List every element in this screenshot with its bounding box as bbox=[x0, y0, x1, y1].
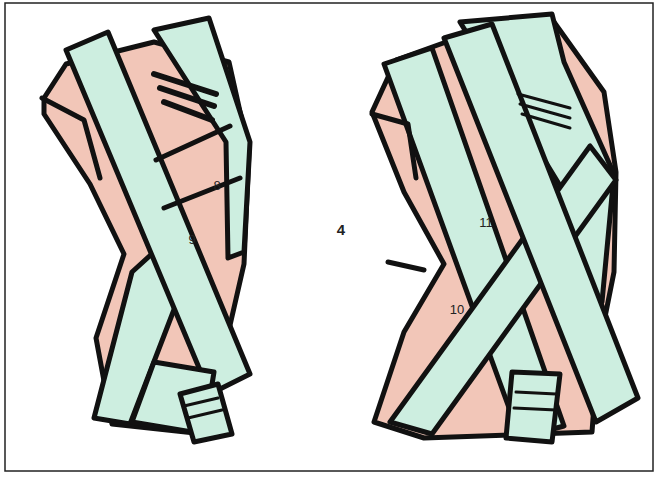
figure-number: 4 bbox=[337, 222, 345, 237]
tape-end bbox=[506, 372, 560, 442]
tape-strip bbox=[444, 24, 638, 422]
tape-edge bbox=[154, 74, 216, 120]
right-leg bbox=[372, 14, 638, 442]
knee-taping-illustration bbox=[4, 2, 654, 472]
tape-edge bbox=[518, 94, 570, 128]
callout-number: 8 bbox=[213, 179, 220, 192]
leg-contour bbox=[372, 114, 424, 270]
callout-number: 11 bbox=[479, 216, 493, 229]
tape-edge bbox=[156, 126, 240, 208]
tape-fold bbox=[184, 398, 222, 418]
tape-fold bbox=[514, 392, 556, 410]
tape-strip bbox=[66, 32, 250, 394]
callout-number: 9 bbox=[188, 233, 195, 246]
frame-border bbox=[5, 3, 653, 471]
tape-end bbox=[180, 384, 232, 442]
callout-number: 10 bbox=[450, 303, 464, 316]
left-leg bbox=[42, 18, 250, 442]
